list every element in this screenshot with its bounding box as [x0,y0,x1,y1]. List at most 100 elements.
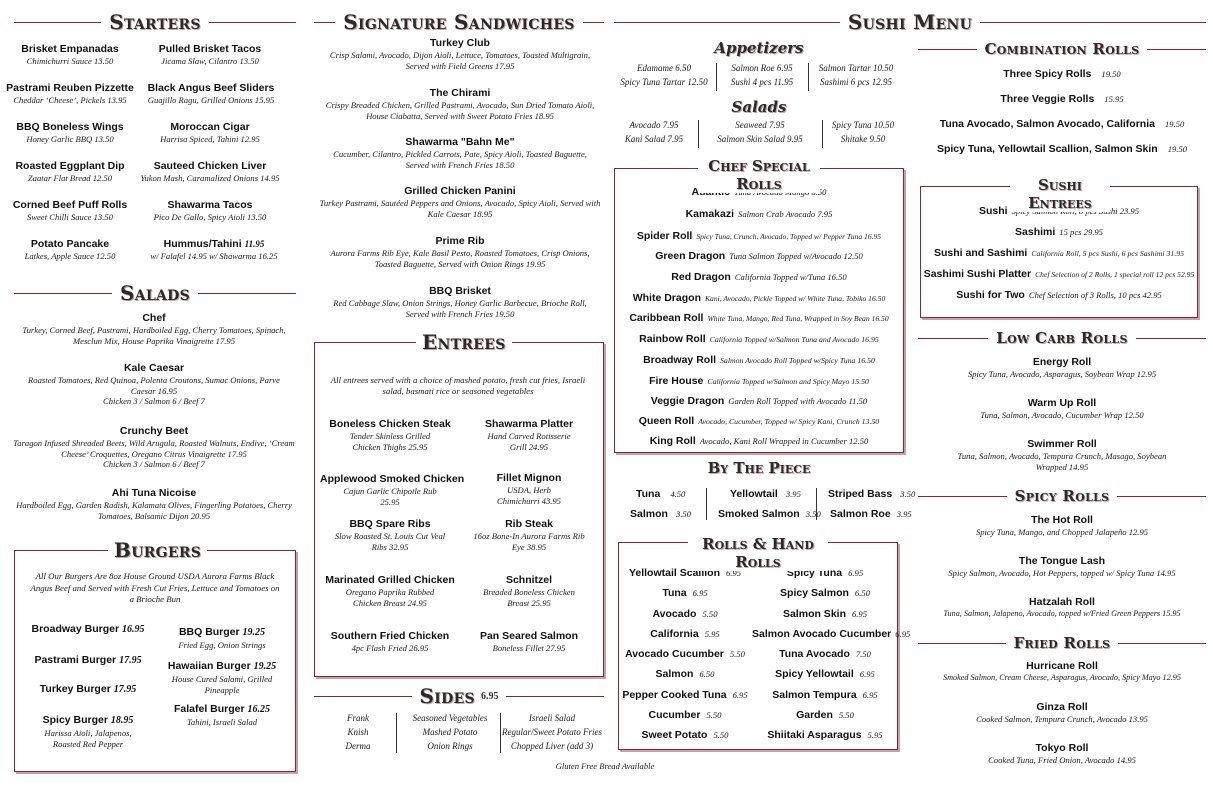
divider [716,63,717,91]
menu-item: Turkey Burger 17.95 [39,683,137,695]
chef-rolls-title: Chef Special Rolls [698,157,820,193]
entrees-title: Entrees [422,330,506,354]
divider [808,63,809,91]
gluten-free-note: Gluten Free Bread Available [555,761,655,771]
low-carb-title: Low Carb Rolls [996,329,1128,347]
combo-rolls-title: Combination Rolls [984,40,1140,58]
divider [396,713,397,753]
spicy-rolls-header: Spicy Rolls [918,487,1206,505]
menu-item: Pastrami Burger 17.95 [34,654,142,666]
sandwiches-title: Signature Sandwiches [343,10,575,34]
divider [816,488,817,520]
hand-rolls-title: Rolls & Hand Rolls [688,535,828,571]
divider [698,120,699,148]
sushi-salads-title: Salads [731,98,787,116]
divider [500,713,501,753]
sides-price: 6.95 [480,690,499,702]
menu-item: Broadway Burger 16.95 [31,623,145,635]
sides-header: Sides 6.95 [314,684,605,708]
menu-item: Shawarma "Bahn Me"Cucumber, Cilantro, Pi… [333,136,587,170]
spicy-rolls-title: Spicy Rolls [1014,487,1110,505]
low-carb-header: Low Carb Rolls [918,329,1206,347]
combo-item: Spicy Tuna, Yellowtail Scallion, Salmon … [936,143,1188,155]
entrees-intro: All entrees served with a choice of mash… [330,375,586,396]
starters-title: Starters [109,10,201,34]
appetizers-title: Appetizers [714,39,804,57]
divider [706,488,707,520]
sides-title: Sides [419,684,475,708]
burgers-title: Burgers [114,538,202,562]
sandwiches-header: Signature Sandwiches [314,10,604,34]
combo-item: Tuna Avocado, Salmon Avocado, California… [939,118,1185,130]
fried-rolls-header: Fried Rolls [918,634,1206,652]
burgers-intro: All Our Burgers Are 8oz House Ground USD… [30,571,280,604]
sushi-entrees-title: Sushi Entrees [1010,176,1110,212]
entrees-header: Entrees [416,330,512,354]
burgers-header: Burgers [108,538,208,562]
divider [822,120,823,148]
